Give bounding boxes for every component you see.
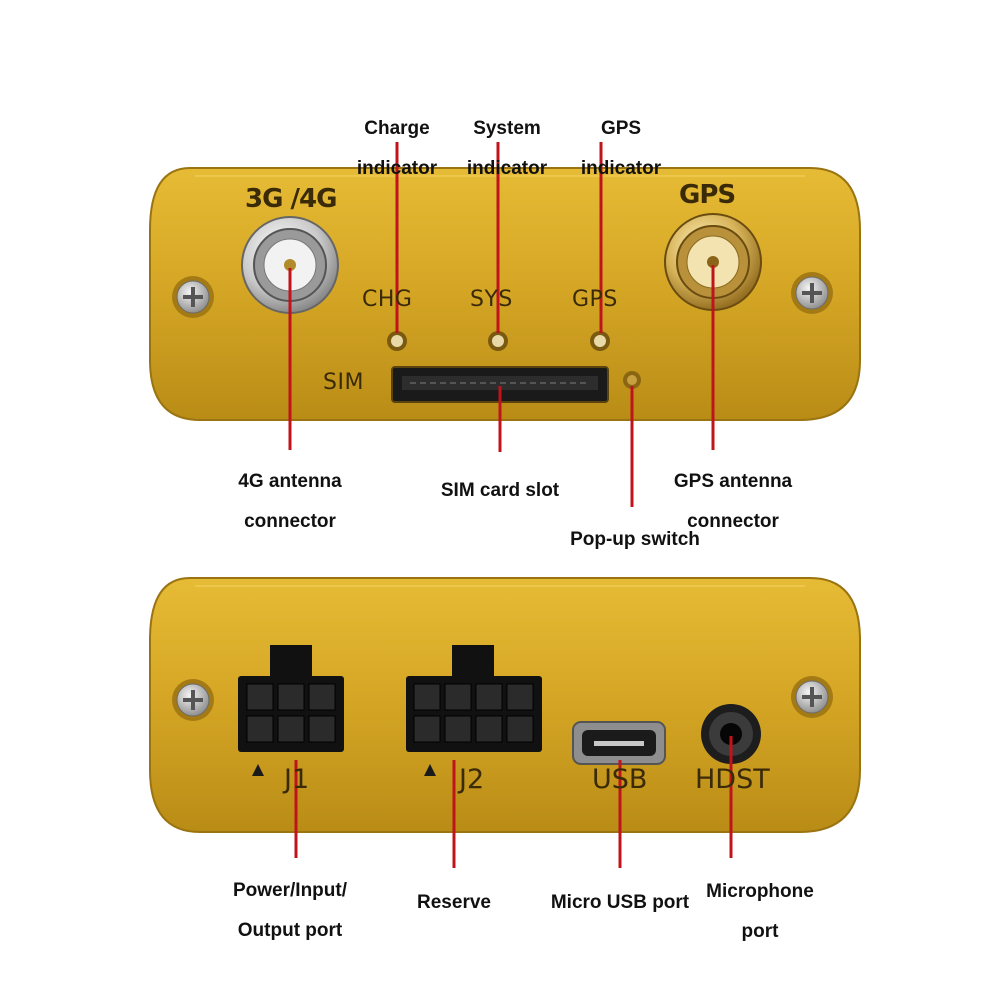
callout-microphone-port: Microphone port	[706, 881, 814, 942]
back-panel	[149, 577, 861, 833]
j2-connector-icon	[406, 645, 542, 776]
screw-icon	[172, 276, 214, 318]
callout-system-indicator: System indicator	[466, 118, 548, 179]
print-gps-led: GPS	[572, 287, 618, 312]
print-chg: CHG	[362, 287, 413, 312]
j1-connector-icon	[238, 645, 344, 776]
sys-led-icon	[488, 331, 508, 351]
leader-lines	[288, 142, 733, 868]
callout-micro-usb-port: Micro USB port	[550, 892, 690, 913]
screw-icon	[791, 676, 833, 718]
print-j1: J1	[284, 764, 310, 795]
micro-usb-port-icon	[572, 721, 666, 765]
callout-gps-antenna-connector: GPS antenna connector	[673, 471, 793, 532]
screw-icon	[791, 272, 833, 314]
print-gps-antenna: GPS	[679, 180, 736, 210]
gps-led-icon	[590, 331, 610, 351]
screw-icon	[172, 679, 214, 721]
callout-reserve: Reserve	[417, 892, 491, 913]
chg-led-icon	[387, 331, 407, 351]
print-j2: J2	[459, 764, 485, 795]
callout-charge-indicator: Charge indicator	[356, 118, 438, 179]
callout-gps-indicator: GPS indicator	[580, 118, 662, 179]
headset-jack-icon	[701, 704, 761, 764]
print-sys: SYS	[470, 287, 513, 312]
sim-slot-icon	[391, 366, 609, 403]
popup-switch-icon	[623, 371, 641, 389]
callout-sim-card-slot: SIM card slot	[440, 480, 560, 501]
callout-4g-antenna-connector: 4G antenna connector	[238, 471, 342, 532]
print-usb: USB	[592, 764, 648, 795]
callout-power-port: Power/Input/ Output port	[233, 880, 347, 941]
print-sim: SIM	[323, 370, 364, 395]
print-hdst: HDST	[695, 764, 770, 795]
callout-popup-switch: Pop-up switch	[570, 529, 700, 550]
print-3g4g: 3G /4G	[245, 184, 337, 214]
